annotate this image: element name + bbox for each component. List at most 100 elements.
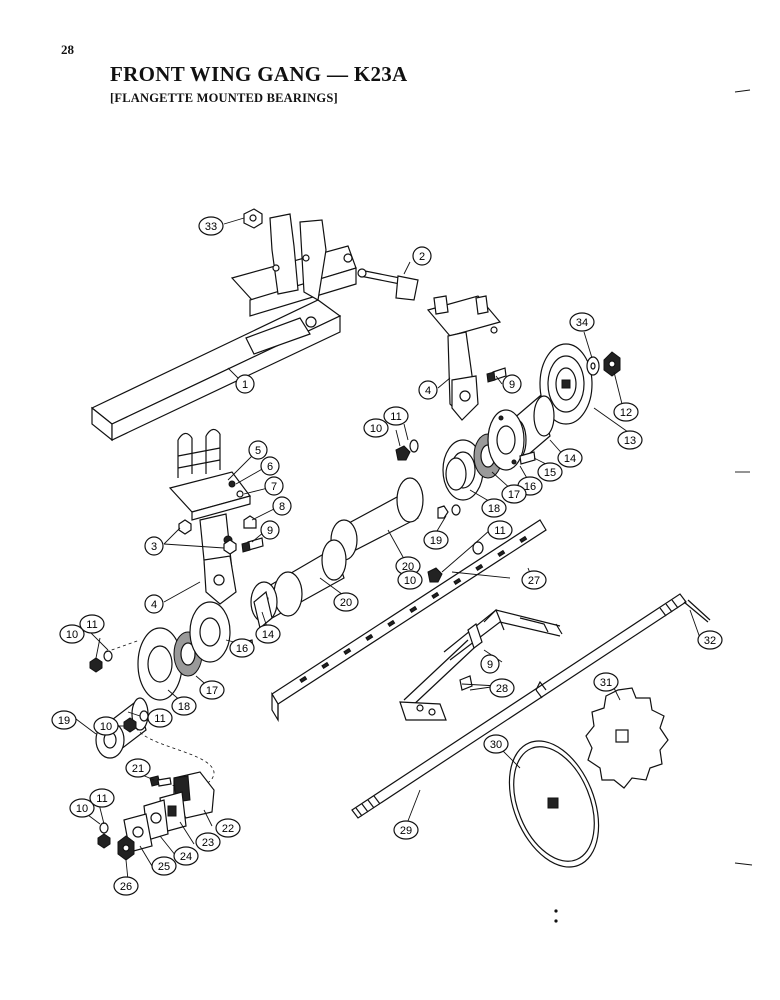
callout-19a: 19 (423, 530, 449, 550)
svg-text:18: 18 (178, 701, 190, 713)
svg-text:19: 19 (58, 715, 70, 727)
callout-20b: 20 (333, 592, 359, 612)
callout-4a: 4 (418, 380, 438, 400)
svg-text:30: 30 (490, 739, 502, 751)
svg-text:3: 3 (151, 541, 157, 553)
callout-18b: 18 (171, 696, 197, 716)
svg-text:22: 22 (222, 823, 234, 835)
callouts: 33 2 1 34 12 13 9 4 11 10 14 15 16 17 18… (51, 216, 723, 896)
part-32-pin (683, 599, 711, 623)
svg-text:16: 16 (236, 643, 248, 655)
callout-10e: 10 (69, 798, 95, 818)
part-13-spool (539, 343, 593, 425)
callout-14a: 14 (557, 448, 583, 468)
part-9-bolt-lower (241, 537, 264, 553)
part-18-flange-upper (442, 439, 484, 501)
callout-3: 3 (144, 536, 164, 556)
callout-11d: 11 (147, 708, 173, 728)
callout-5: 5 (248, 440, 268, 460)
callout-10a: 10 (363, 418, 389, 438)
svg-text:4: 4 (425, 385, 431, 397)
part-19-hex-upper (437, 504, 461, 519)
svg-text:12: 12 (620, 407, 632, 419)
svg-text:29: 29 (400, 825, 412, 837)
svg-text:10: 10 (100, 721, 112, 733)
svg-text:10: 10 (370, 423, 382, 435)
callout-4b: 4 (144, 594, 164, 614)
part-30-plain-disc (508, 740, 600, 868)
svg-text:17: 17 (206, 685, 218, 697)
part-34-washer (586, 356, 600, 376)
part-11-washer-upper (409, 439, 419, 453)
part-29-gang-shaft (351, 593, 687, 819)
page-title: FRONT WING GANG — K23A (110, 62, 408, 86)
callout-9a: 9 (502, 374, 522, 394)
callout-15: 15 (537, 462, 563, 482)
svg-text:34: 34 (576, 317, 588, 329)
part-33-nut (243, 208, 263, 229)
callout-2: 2 (412, 246, 432, 266)
part-9-bolt-upper (486, 367, 507, 383)
svg-text:24: 24 (180, 851, 192, 863)
svg-text:27: 27 (528, 575, 540, 587)
svg-text:9: 9 (267, 525, 273, 537)
part-26-nut (117, 835, 135, 861)
part-12-nut (603, 351, 621, 377)
callout-30: 30 (483, 734, 509, 754)
callout-11a: 11 (383, 406, 409, 426)
callout-17b: 17 (199, 680, 225, 700)
svg-text:15: 15 (544, 467, 556, 479)
callout-1: 1 (235, 374, 255, 394)
svg-text:8: 8 (279, 501, 285, 513)
callout-10c: 10 (59, 624, 85, 644)
callout-24: 24 (173, 846, 199, 866)
callout-27: 27 (521, 570, 547, 590)
callout-10d: 10 (93, 716, 119, 736)
callout-11e: 11 (89, 788, 115, 808)
part-10-nut-upper (395, 445, 411, 461)
callout-21: 21 (125, 758, 151, 778)
svg-text:10: 10 (66, 629, 78, 641)
svg-text:6: 6 (267, 461, 273, 473)
svg-text:18: 18 (488, 503, 500, 515)
callout-16a: 16 (517, 476, 543, 496)
callout-33: 33 (198, 216, 224, 236)
svg-text:10: 10 (76, 803, 88, 815)
callout-14b: 14 (255, 624, 281, 644)
callout-31: 31 (593, 672, 619, 692)
svg-text:20: 20 (402, 561, 414, 573)
part-27-angle-bar (271, 519, 547, 723)
callout-29: 29 (393, 820, 419, 840)
part-18-flange-lower (137, 627, 183, 701)
part-10-11-bottom-hardware (97, 822, 111, 849)
svg-text:33: 33 (205, 221, 217, 233)
part-21-bolt (149, 775, 172, 787)
callout-10b: 10 (397, 570, 423, 590)
callout-8: 8 (272, 496, 292, 516)
svg-text:11: 11 (494, 525, 505, 537)
main-frame (90, 213, 357, 442)
callout-6: 6 (260, 456, 280, 476)
callout-9c: 9 (480, 654, 500, 674)
svg-text:10: 10 (404, 575, 416, 587)
svg-text:31: 31 (600, 677, 612, 689)
svg-text:21: 21 (132, 763, 144, 775)
svg-text:25: 25 (158, 861, 170, 873)
page-subtitle: [FLANGETTE MOUNTED BEARINGS] (110, 91, 338, 105)
callout-9b: 9 (260, 520, 280, 540)
svg-text:19: 19 (430, 535, 442, 547)
callout-19b: 19 (51, 710, 77, 730)
part-28-scraper (399, 608, 563, 721)
svg-text:20: 20 (340, 597, 352, 609)
part-15-bolt (519, 451, 536, 465)
part-16-flange-upper (487, 409, 525, 471)
svg-text:14: 14 (262, 629, 274, 641)
callout-17a: 17 (501, 484, 527, 504)
callout-22: 22 (215, 818, 241, 838)
callout-25: 25 (151, 856, 177, 876)
callout-13: 13 (617, 430, 643, 450)
svg-text:9: 9 (509, 379, 515, 391)
svg-text:11: 11 (390, 411, 401, 423)
svg-text:9: 9 (487, 659, 493, 671)
